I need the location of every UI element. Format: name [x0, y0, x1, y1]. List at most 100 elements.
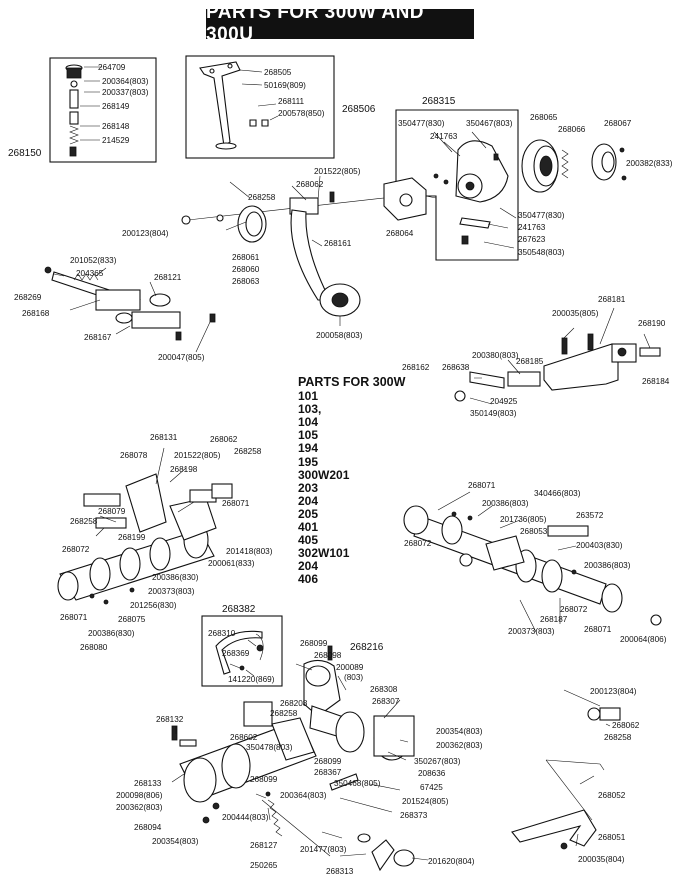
part-label: 200362(803) — [436, 741, 483, 750]
part-label: 268052 — [598, 791, 626, 800]
part-label: 268198 — [170, 465, 198, 474]
part-label: 200364(803) — [102, 77, 149, 86]
part-label: 268061 — [232, 253, 260, 262]
part-label: 268162 — [402, 363, 430, 372]
group-label-268506: 268506 — [342, 104, 376, 115]
part-label: 268148 — [102, 122, 130, 131]
part-label: 268121 — [154, 273, 182, 282]
part-label: 268133 — [134, 779, 162, 788]
part-label: 141220(869) — [228, 675, 275, 684]
part-number-labels: 264709 200364(803) 200337(803) 268149 26… — [14, 63, 673, 876]
part-label: 268199 — [118, 533, 146, 542]
part-label: 201522(805) — [174, 451, 221, 460]
part-label: 268071 — [222, 499, 250, 508]
part-label: 268258 — [70, 517, 98, 526]
parts-list-item: 204 — [298, 493, 319, 508]
part-label: 268161 — [324, 239, 352, 248]
part-label: 350149(803) — [470, 409, 517, 418]
part-label: 268373 — [400, 811, 428, 820]
part-label: 200064(806) — [620, 635, 667, 644]
part-label: 268080 — [80, 643, 108, 652]
part-label: 350468(805) — [334, 779, 381, 788]
part-label: 200578(850) — [278, 109, 325, 118]
part-label: 268051 — [598, 833, 626, 842]
part-label: 208636 — [418, 769, 446, 778]
leader-lines — [53, 131, 651, 861]
part-label: 268307 — [372, 697, 400, 706]
part-label: 200362(803) — [116, 803, 163, 812]
part-label: 267623 — [518, 235, 546, 244]
part-label: 200373(803) — [148, 587, 195, 596]
part-label: 200364(803) — [280, 791, 327, 800]
page-title: PARTS FOR 300W AND 300U — [206, 2, 474, 45]
bracket-268184 — [454, 333, 661, 402]
part-label: 204925 — [490, 397, 518, 406]
part-label: 268258 — [270, 709, 298, 718]
parts-list-item: 203 — [298, 480, 319, 495]
part-label: 268075 — [118, 615, 146, 624]
linkage-268168 — [44, 266, 216, 341]
parts-list-heading: PARTS FOR 300W — [298, 375, 406, 389]
assembly-268506 — [185, 55, 335, 159]
part-label: 268062 — [210, 435, 238, 444]
part-label: 200386(830) — [88, 629, 135, 638]
part-label: 268258 — [248, 193, 276, 202]
assembly-268315 — [383, 109, 519, 261]
part-label: 268111 — [278, 97, 305, 106]
parts-list: PARTS FOR 300W 101 103, 104 105 194 195 … — [298, 375, 406, 587]
part-label: 268063 — [232, 277, 260, 286]
part-label: 201522(805) — [314, 167, 361, 176]
part-label: 268308 — [370, 685, 398, 694]
part-label: 268602 — [230, 733, 258, 742]
part-label: 201477(803) — [300, 845, 347, 854]
assembly-268216 — [171, 645, 415, 872]
part-label: 350548(803) — [518, 248, 565, 257]
part-label: 268185 — [516, 357, 544, 366]
part-label: 67425 — [420, 783, 443, 792]
part-label: 200089 — [336, 663, 364, 672]
part-label: 50169(809) — [264, 81, 306, 90]
parts-list-item: 104 — [298, 415, 319, 430]
shaft-assembly-268072 — [57, 473, 233, 605]
assembly-268150 — [49, 57, 157, 163]
part-label: 268127 — [250, 841, 278, 850]
part-label: 268094 — [134, 823, 162, 832]
parts-list-item: 204 — [298, 559, 319, 574]
part-label: 263572 — [576, 511, 604, 520]
parts-list-item: 300W201 — [298, 467, 350, 482]
part-label: 268098 — [314, 651, 342, 660]
parts-list-item: 101 — [298, 389, 319, 404]
part-label: 350477(830) — [398, 119, 445, 128]
parts-list-item: 401 — [298, 520, 319, 535]
part-label: 200373(803) — [508, 627, 555, 636]
part-label: 201736(805) — [500, 515, 547, 524]
part-label: 268079 — [98, 507, 126, 516]
part-label: 200035(804) — [578, 855, 625, 864]
part-label: 268167 — [84, 333, 112, 342]
part-label: 268505 — [264, 68, 292, 77]
part-label: 268072 — [404, 539, 432, 548]
part-label: 268072 — [62, 545, 90, 554]
part-label: 350477(830) — [518, 211, 565, 220]
part-label: 241763 — [430, 132, 458, 141]
parts-list-item: 302W101 — [298, 546, 350, 561]
part-label: 268638 — [442, 363, 470, 372]
part-label: 214529 — [102, 136, 130, 145]
part-label: 268071 — [468, 481, 496, 490]
part-label: 350267(803) — [414, 757, 461, 766]
part-label: 268053 — [520, 527, 548, 536]
part-label: 268313 — [326, 867, 354, 876]
part-label: 268184 — [642, 377, 670, 386]
part-label: 200047(805) — [158, 353, 205, 362]
shaft-assembly-268161 — [181, 191, 385, 317]
part-label: 268190 — [638, 319, 666, 328]
part-label: 268208 — [280, 699, 308, 708]
part-label: 201620(804) — [428, 857, 475, 866]
part-label: 200123(804) — [122, 229, 169, 238]
parts-list-item: 205 — [298, 506, 319, 521]
part-label: 268078 — [120, 451, 148, 460]
part-label: 350478(803) — [246, 743, 293, 752]
part-label: 268071 — [584, 625, 612, 634]
disc-assembly-268065 — [521, 139, 627, 193]
